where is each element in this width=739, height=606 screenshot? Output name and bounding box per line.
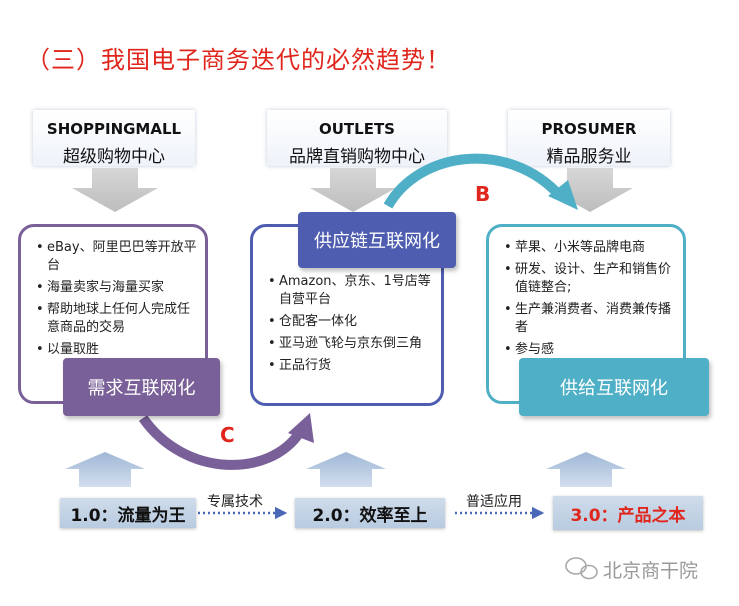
connector-label-2: 普适应用 [466,494,522,510]
caption-outlets: OUTLETS 品牌直销购物中心 [267,110,447,167]
list-item: 帮助地球上任何人完成任意商品的交易 [36,301,197,337]
list-item: Amazon、京东、1号店等自营平台 [268,273,433,309]
arrow-head-icon [548,180,578,210]
list-item: 研发、设计、生产和销售价值链整合; [504,261,675,297]
caption-zh: 品牌直销购物中心 [289,147,425,167]
list-item: 海量卖家与海量买家 [36,279,197,297]
caption-shoppingmall: SHOPPINGMALL 超级购物中心 [33,110,195,167]
caption-en: PROSUMER [541,120,637,138]
feature-list: eBay、阿里巴巴等开放平台 海量卖家与海量买家 帮助地球上任何人完成任意商品的… [31,239,197,359]
list-item: 以量取胜 [36,341,197,359]
stage-1: 1.0：流量为王 [60,498,196,528]
tag-supply: 供给互联网化 [519,358,709,416]
up-arrow-icon [306,452,386,487]
list-item: 亚马逊飞轮与京东倒三角 [268,335,433,353]
stage-3: 3.0：产品之本 [553,496,703,530]
list-item: 正品行货 [268,357,433,375]
curved-arrow-b [383,153,564,209]
tag-demand: 需求互联网化 [63,358,220,416]
caption-zh: 精品服务业 [546,147,632,167]
connector-label-1: 专属技术 [207,494,263,510]
watermark: 北京商干院 [603,560,699,582]
curved-arrow-c [138,415,305,470]
letter-b: B [475,182,491,206]
caption-en: OUTLETS [318,120,395,138]
down-arrow-icon [547,168,633,212]
caption-zh: 超级购物中心 [63,147,165,167]
up-arrow-icon [65,452,145,487]
page-title: （三）我国电子商务迭代的必然趋势！ [26,46,451,74]
chat-icon [565,557,598,580]
list-item: eBay、阿里巴巴等开放平台 [36,239,197,275]
letter-c: C [220,423,235,447]
list-item: 生产兼消费者、消费兼传播者 [504,301,675,337]
arrow-head-icon [288,413,314,443]
up-arrow-icon [546,452,626,487]
down-arrow-icon [310,168,396,212]
caption-prosumer: PROSUMER 精品服务业 [508,110,670,167]
feature-list: 苹果、小米等品牌电商 研发、设计、生产和销售价值链整合; 生产兼消费者、消费兼传… [499,239,675,359]
list-item: 仓配客一体化 [268,313,433,331]
down-arrow-icon [72,168,158,212]
feature-list: Amazon、京东、1号店等自营平台 仓配客一体化 亚马逊飞轮与京东倒三角 正品… [263,273,433,375]
tag-supply-chain: 供应链互联网化 [298,212,456,268]
stage-2: 2.0：效率至上 [295,498,445,528]
list-item: 参与感 [504,341,675,359]
caption-en: SHOPPINGMALL [46,120,182,138]
list-item: 苹果、小米等品牌电商 [504,239,675,257]
